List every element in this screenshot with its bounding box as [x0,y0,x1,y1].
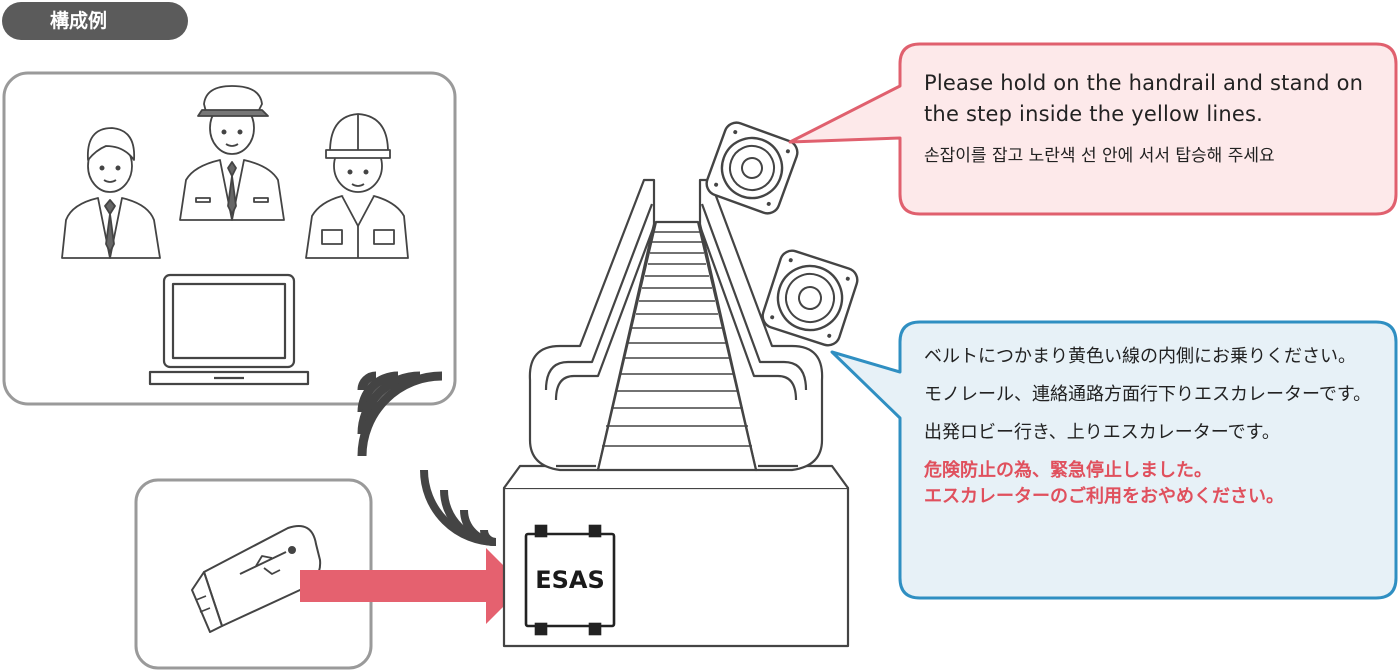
speech-bubble-japanese-shape [830,320,1398,600]
speaker-icon [705,121,799,215]
laptop-icon [148,273,310,386]
station-staff-icon [179,85,285,221]
wifi-signal-icon [420,469,497,546]
speech-bubble-japanese: ベルトにつかまり黄色い線の内側にお乗りください。 モノレール、連絡通路方面行下り… [898,322,1396,598]
announcement-japanese-3: 出発ロビー行き、上りエスカレーターです。 [924,422,1280,443]
announcement-japanese-1: ベルトにつかまり黄色い線の内側にお乗りください。 [924,346,1356,367]
speaker-icon [761,249,859,347]
data-transfer-arrow [300,548,524,624]
worker-helmet-icon [305,113,409,259]
wifi-signal-icon [357,371,443,457]
businessman-icon [61,127,161,259]
section-tag: 構成例 [2,2,188,40]
esas-label: ESAS [535,566,605,594]
esas-device-icon [524,524,616,636]
announcement-korean: 손잡이를 잡고 노란색 선 안에 서서 탑승해 주세요 [924,146,1275,166]
warning-japanese-1: 危険防止の為、緊急停止しました。 [924,460,1212,481]
usb-drive-icon [191,525,322,633]
speech-bubble-english-shape [788,42,1398,216]
warning-japanese-2: エスカレーターのご利用をおやめください。 [924,486,1284,507]
speech-bubble-english: Please hold on the handrail and stand on… [898,44,1396,214]
announcement-english: Please hold on the handrail and stand on… [924,71,1364,126]
announcement-japanese-2: モノレール、連絡通路方面行下りエスカレーターです。 [924,384,1372,405]
